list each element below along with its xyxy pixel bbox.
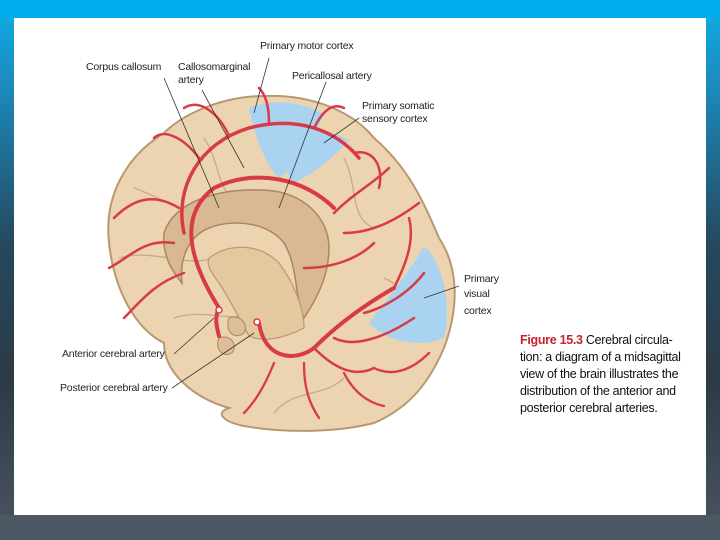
caption-line3: view of the brain illustrates the — [520, 367, 679, 381]
label-somatic-line1: Primary somatic — [362, 100, 435, 112]
label-visual-line3: cortex — [464, 305, 492, 317]
top-accent-bar — [0, 0, 720, 18]
callosomarginal-artery — [180, 121, 361, 235]
primary-visual-cortex-area — [369, 246, 448, 343]
caption-line1: Cerebral circula- — [585, 333, 673, 347]
caption-figure-number: Figure 15.3 — [520, 333, 583, 347]
label-callosomarginal-line2: artery — [178, 74, 204, 86]
label-primary-motor-cortex: Primary motor cortex — [260, 40, 354, 52]
figure-caption: Figure 15.3 Cerebral circula- tion: a di… — [520, 332, 700, 417]
label-corpus-callosum: Corpus callosum — [86, 61, 162, 73]
brain-diagram — [107, 57, 460, 432]
label-pericallosal-artery: Pericallosal artery — [292, 70, 372, 82]
brain-outline — [107, 94, 456, 432]
primary-somatic-sensory-cortex-area — [282, 123, 349, 183]
label-callosomarginal-line1: Callosomarginal — [178, 61, 251, 73]
label-visual-line2: visual — [464, 288, 490, 300]
pericallosal-artery — [189, 175, 336, 310]
bottom-bar — [0, 515, 720, 540]
label-visual-line1: Primary — [464, 273, 499, 285]
label-somatic-line2: sensory cortex — [362, 113, 428, 125]
caption-line2: tion: a diagram of a midsagittal — [520, 350, 681, 364]
slide: Corpus callosum Callosomarginal artery P… — [14, 18, 706, 515]
label-posterior-cerebral-artery: Posterior cerebral artery — [60, 382, 168, 394]
caption-line4: distribution of the anterior and — [520, 384, 676, 398]
label-anterior-cerebral-artery: Anterior cerebral artery — [62, 348, 165, 360]
caption-line5: posterior cerebral arteries. — [520, 401, 658, 415]
